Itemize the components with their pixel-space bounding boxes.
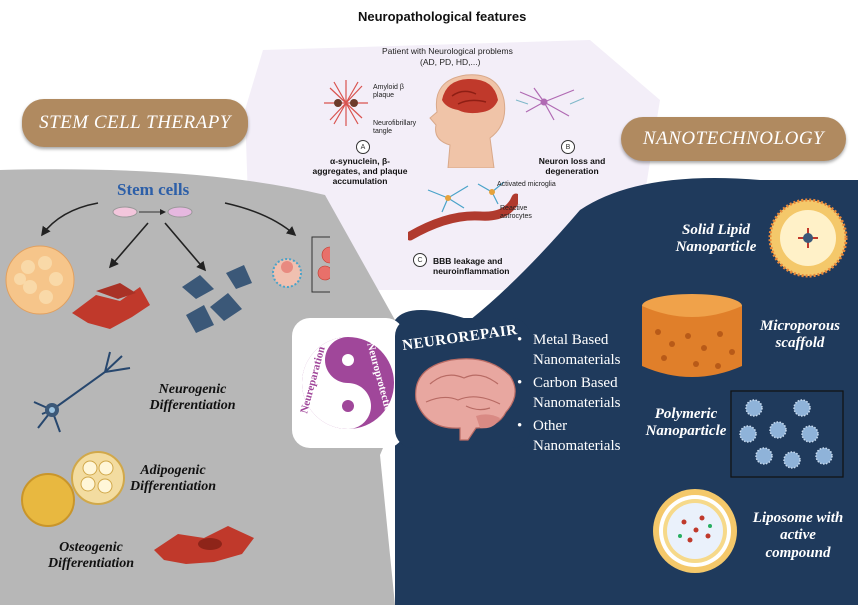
stem-cell-therapy-pill: STEM CELL THERAPY bbox=[22, 99, 248, 147]
feature-c-marker: C bbox=[413, 253, 427, 267]
liposome-illustration bbox=[653, 489, 737, 573]
top-title: Neuropathological features bbox=[358, 9, 527, 24]
yin-yang-symbol bbox=[302, 337, 394, 429]
nanotech-panel bbox=[395, 178, 858, 605]
nanotechnology-pill: NANOTECHNOLOGY bbox=[621, 117, 846, 161]
polymeric-label: Polymeric Nanoparticle bbox=[645, 406, 727, 440]
solid-lipid-label: Solid Lipid Nanoparticle bbox=[675, 222, 757, 256]
amyloid-plaque-illustration bbox=[324, 80, 368, 126]
feature-c-text: BBB leakage and neuroinflammation bbox=[433, 256, 510, 277]
neuron-loss-illustration bbox=[515, 87, 585, 121]
petri-dish-2 bbox=[167, 206, 193, 218]
adipogenic-label: Adipogenic Differentiation bbox=[129, 463, 217, 495]
bullet-carbon: • Carbon Based Nanomaterials bbox=[517, 375, 621, 412]
petri-dish-1 bbox=[112, 206, 138, 218]
feature-b-marker: B bbox=[561, 140, 575, 154]
feature-b-text: Neuron loss and degeneration bbox=[538, 156, 606, 177]
feature-a-text: α-synuclein, β-aggregates, and plaque ac… bbox=[312, 156, 408, 187]
astrocytes-label: Reactive astrocytes bbox=[500, 205, 532, 221]
patient-head-illustration bbox=[429, 74, 506, 168]
osteogenic-label: Osteogenic Differentiation bbox=[47, 540, 135, 572]
patient-diseases: (AD, PD, HD,...) bbox=[420, 57, 481, 67]
solid-lipid-nanoparticle-illustration bbox=[768, 198, 848, 278]
stem-cells-label: Stem cells bbox=[117, 180, 190, 199]
liposome-label: Liposome with active compound bbox=[752, 510, 844, 561]
scaffold-label: Microporous scaffold bbox=[759, 318, 841, 352]
neuron-illustration bbox=[33, 351, 131, 433]
bullet-metal: • Metal Based Nanomaterials bbox=[517, 332, 621, 369]
microporous-scaffold-illustration bbox=[642, 294, 742, 377]
patient-label: Patient with Neurological problems bbox=[382, 46, 513, 56]
stem-cell-differentiation-illustrations bbox=[5, 202, 330, 333]
brain-illustration bbox=[415, 358, 516, 441]
feature-a-marker: A bbox=[356, 140, 370, 154]
bbb-leakage-illustration bbox=[408, 181, 518, 241]
osteocyte-illustration bbox=[154, 526, 254, 564]
microglia-label: Activated microglia bbox=[497, 181, 556, 188]
amyloid-label: Amyloid β plaque bbox=[373, 84, 404, 100]
tangle-label: Neurofibrillary tangle bbox=[373, 120, 417, 136]
polymeric-nanoparticle-illustration bbox=[730, 390, 844, 478]
adipocyte-illustration bbox=[21, 451, 125, 527]
bullet-other: • Other Nanomaterials bbox=[517, 418, 621, 455]
neurogenic-label: Neurogenic Differentiation bbox=[149, 382, 236, 414]
